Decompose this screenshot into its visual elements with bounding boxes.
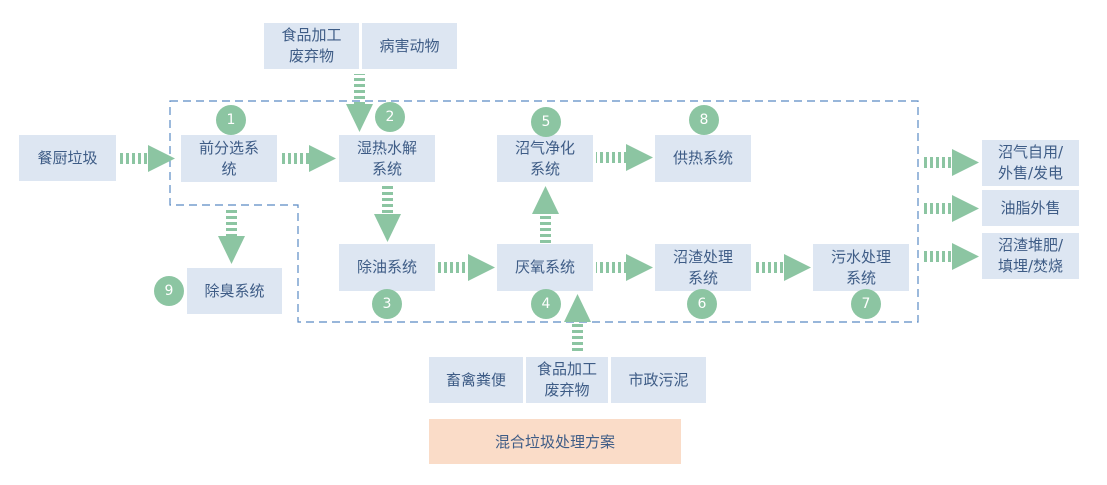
node-heating-system-label: 供热系统 [672,149,733,167]
node-biogas-purify-system: 沼气净化 系统 [497,135,593,182]
input-top-diseased-animals: 病害动物 [362,23,457,69]
arrow-kitchen-to-presort [118,145,175,172]
arrow-output-residue [924,243,979,270]
node-biogas-purify-system-label: 沼气净化 系统 [514,138,575,178]
badge-deodor: 9 [154,276,184,306]
input-bottom-food-processing-waste: 食品加工 废弃物 [526,357,608,403]
node-wastewater-system-label: 污水处理 系统 [830,247,891,287]
arrow-presort-to-hydrothermal [279,145,336,172]
node-deodor-system: 除臭系统 [187,268,282,314]
node-hydrothermal-system-label: 湿热水解 系统 [356,138,417,178]
output-grease-sale-label: 油脂外售 [1000,198,1061,217]
output-biogas-use-label: 沼气自用/ 外售/发电 [997,143,1064,182]
badge-heating: 8 [689,105,719,135]
arrow-output-biogas [924,149,979,176]
node-presort-system: 前分选系 统 [181,135,277,182]
output-grease-sale: 油脂外售 [982,190,1079,226]
arrow-purify-to-heating [596,144,653,171]
node-anaerobic-system-label: 厌氧系统 [514,258,575,276]
node-wastewater-system: 污水处理 系统 [813,244,909,291]
output-residue-disposal-label: 沼渣堆肥/ 填埋/焚烧 [997,236,1064,275]
input-top-food-processing-waste: 食品加工 废弃物 [264,23,359,69]
badge-biogas-purify: 5 [531,107,561,137]
node-presort-system-label: 前分选系 统 [198,138,259,178]
arrow-bottom-inputs-to-anaerobic [564,294,591,352]
badge-hydrothermal: 2 [375,102,405,132]
input-bottom-municipal-sludge: 市政污泥 [611,357,706,403]
scheme-title: 混合垃圾处理方案 [429,419,681,464]
input-bottom-livestock-manure: 畜禽粪便 [429,357,523,403]
node-kitchen-waste: 餐厨垃圾 [19,135,116,181]
node-deodor-system-label: 除臭系统 [204,281,265,300]
node-residue-system-label: 沼渣处理 系统 [672,247,733,287]
input-bottom-municipal-sludge-label: 市政污泥 [628,370,689,389]
arrow-deoil-to-anaerobic [438,254,495,281]
process-boundary [169,100,919,323]
badge-anaerobic: 4 [531,289,561,319]
output-residue-disposal: 沼渣堆肥/ 填埋/焚烧 [982,233,1079,279]
output-biogas-use: 沼气自用/ 外售/发电 [982,140,1079,186]
arrow-top-inputs-to-hydrothermal [346,74,373,132]
arrow-anaerobic-to-residue [596,254,653,281]
badge-presort: 1 [216,105,246,135]
input-bottom-food-processing-waste-label: 食品加工 废弃物 [536,360,597,399]
arrow-output-grease [924,195,979,222]
input-top-food-processing-waste-label: 食品加工 废弃物 [281,26,342,65]
node-heating-system: 供热系统 [655,135,751,182]
badge-wastewater: 7 [851,289,881,319]
arrow-hydrothermal-to-deoil [374,186,401,242]
arrow-residue-to-wastewater [754,254,811,281]
node-anaerobic-system: 厌氧系统 [497,244,593,291]
scheme-title-label: 混合垃圾处理方案 [494,433,615,451]
arrow-anaerobic-to-purify [532,186,559,244]
badge-deoil: 3 [372,289,402,319]
node-hydrothermal-system: 湿热水解 系统 [339,135,435,182]
node-residue-system: 沼渣处理 系统 [655,244,751,291]
node-deoil-system: 除油系统 [339,244,435,291]
node-deoil-system-label: 除油系统 [356,258,417,276]
input-bottom-livestock-manure-label: 畜禽粪便 [445,370,506,389]
badge-residue: 6 [687,289,717,319]
input-top-diseased-animals-label: 病害动物 [379,36,440,55]
arrow-presort-to-deodor [218,208,245,264]
node-kitchen-waste-label: 餐厨垃圾 [37,148,98,167]
